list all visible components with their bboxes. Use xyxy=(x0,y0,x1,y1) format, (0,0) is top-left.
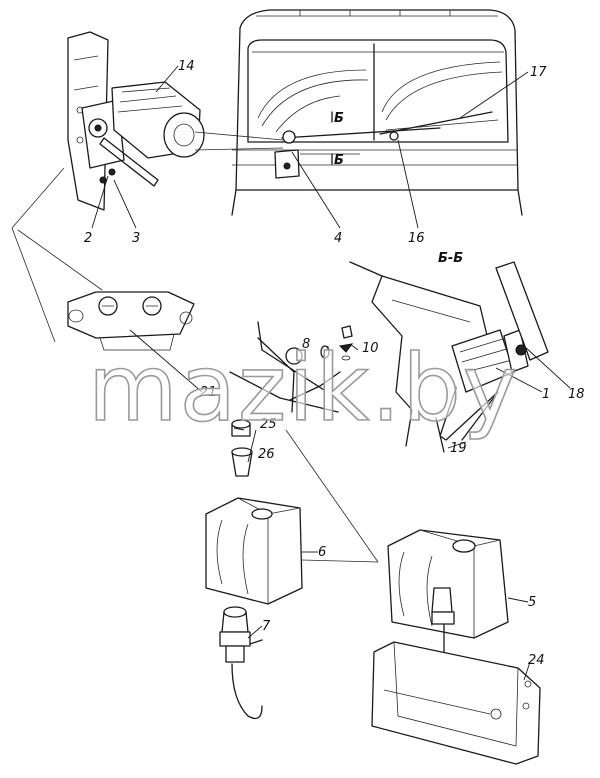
callout-19: 19 xyxy=(450,441,467,456)
wiper-motor-assembly xyxy=(67,31,205,211)
callout-16: 16 xyxy=(408,231,425,246)
callout-17: 17 xyxy=(530,65,547,80)
callout-24: 24 xyxy=(528,653,545,668)
washer-tank-5 xyxy=(387,529,509,677)
tank-bracket-24 xyxy=(371,641,541,765)
washer-hose-and-nozzle xyxy=(229,321,354,413)
callout-14: 14 xyxy=(178,59,195,74)
callout-8: 8 xyxy=(302,337,310,352)
tank-leader-lines xyxy=(285,429,379,563)
washer-tank-6 xyxy=(205,497,303,605)
section-title: Б-Б xyxy=(438,251,463,266)
washer-pump-7 xyxy=(219,606,263,720)
bracket-21 xyxy=(67,291,195,351)
cab-front-with-windshield xyxy=(231,9,523,216)
callout-6: 6 xyxy=(318,545,326,560)
callout-4: 4 xyxy=(334,231,342,246)
projection-lines xyxy=(194,131,284,151)
callout-26: 26 xyxy=(258,447,275,462)
callout-leaders xyxy=(91,65,571,681)
callout-10: 10 xyxy=(362,341,379,356)
callout-3: 3 xyxy=(132,231,140,246)
callout-1: 1 xyxy=(542,387,550,402)
callout-25: 25 xyxy=(260,417,277,432)
section-mark-upper: Б xyxy=(334,111,344,126)
callout-18: 18 xyxy=(568,387,585,402)
callout-5: 5 xyxy=(528,595,536,610)
watermark: mazik.by xyxy=(88,335,519,442)
callout-21: 21 xyxy=(200,385,217,400)
section-mark-lower: Б xyxy=(334,153,344,168)
callout-7: 7 xyxy=(262,619,271,634)
caps-25-26 xyxy=(231,419,253,477)
section-b-b-detail xyxy=(349,261,549,453)
assembly-leader-lines xyxy=(11,167,103,343)
callout-2: 2 xyxy=(84,231,92,246)
